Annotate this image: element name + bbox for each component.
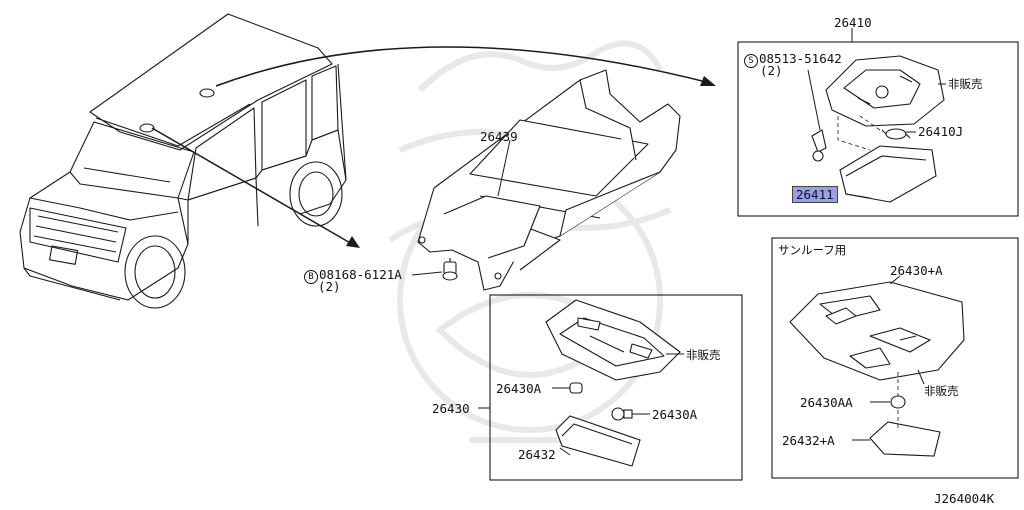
label-26430A-left: 26430A [496, 381, 542, 396]
vehicle-illustration [19, 13, 347, 309]
label-screw-qty: (2) [760, 63, 783, 78]
label-26410: 26410 [834, 15, 872, 30]
callout-arrows [151, 46, 707, 245]
bulb-26430AA [890, 395, 906, 409]
arrowhead-to-26410 [700, 76, 716, 86]
label-26411: 26411 [792, 186, 838, 203]
leader-26439 [497, 139, 511, 197]
screw-08513 [811, 129, 827, 162]
bracket-26439 [417, 69, 681, 291]
leaders-mid-box [552, 353, 684, 456]
label-26430plusA: 26430+A [890, 263, 943, 278]
label-not-for-sale-1: 非販売 [948, 77, 983, 91]
lamp-lens-26432 [555, 415, 641, 467]
box-26410 [737, 41, 1019, 217]
bulb-26410J [881, 128, 911, 140]
label-26430A-right: 26430A [652, 407, 698, 422]
label-26410J: 26410J [918, 124, 964, 139]
bolt-circle-mark: B [304, 270, 318, 284]
bulb-26430A-right [611, 407, 633, 421]
lamp-housing-26410 [825, 55, 945, 127]
box-sunroof [771, 237, 1019, 479]
label-26430: 26430 [432, 401, 470, 416]
leader-bolt [411, 271, 443, 276]
bolt-08168 [442, 258, 458, 281]
label-not-for-sale-3: 非販売 [924, 384, 959, 398]
label-26432: 26432 [518, 447, 556, 462]
label-sunroof-title: サンルーフ用 [778, 243, 847, 257]
lamp-lens-26411 [839, 145, 937, 203]
label-bolt-qty: (2) [318, 279, 341, 294]
arrowhead-to-bracket [346, 236, 360, 248]
label-26432plusA: 26432+A [782, 433, 835, 448]
lamp-housing-26430 [545, 299, 681, 381]
dashed-guides-top [837, 115, 881, 151]
leaders-top-box [807, 69, 946, 199]
bulb-26430A-left [569, 382, 583, 394]
screw-circle-mark: S [744, 54, 758, 68]
label-diagram-code: J264004K [934, 491, 995, 506]
lamp-lens-26432plusA [869, 421, 941, 457]
label-26430AA: 26430AA [800, 395, 853, 410]
leaders-sunroof-box [852, 275, 925, 441]
lamp-housing-26430plusA [789, 281, 965, 381]
highlighted-part-26411[interactable]: 26411 [792, 186, 838, 203]
label-screw-pn: 08513-51642 [759, 51, 842, 66]
box-26430 [489, 294, 743, 481]
label-not-for-sale-2: 非販売 [686, 348, 721, 362]
label-26439: 26439 [480, 129, 518, 144]
label-bolt-pn: 08168-6121A [319, 267, 402, 282]
